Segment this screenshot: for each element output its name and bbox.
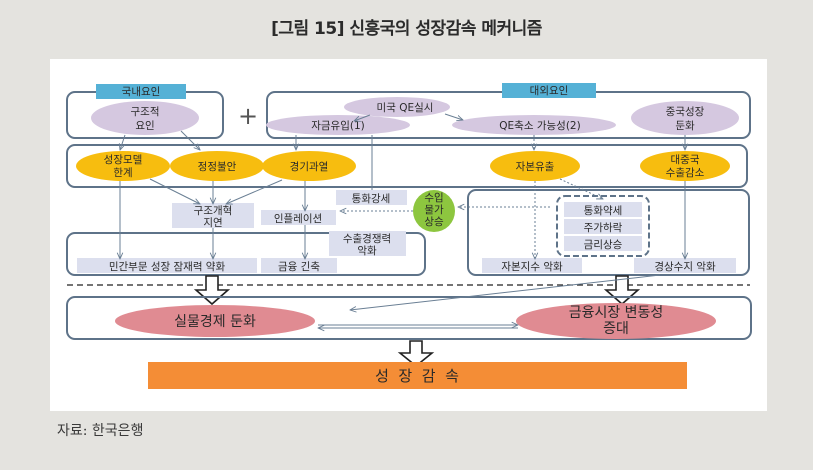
- external-header-bg: [502, 83, 596, 98]
- figure-source: 자료: 한국은행: [57, 423, 144, 439]
- rate-rise-box: [564, 236, 642, 251]
- private-growth-label: 민간부문 성장 잠재력 약화: [109, 261, 226, 273]
- structural-factor-line2: 요인: [135, 120, 154, 132]
- growth-model-node: [76, 151, 170, 181]
- china-slowdown-line1: 중국성장: [666, 106, 705, 118]
- inflation-box: [261, 210, 336, 225]
- current-account-box: [634, 258, 736, 273]
- us-qe-label: 미국 QE실시: [377, 102, 434, 114]
- currency-strength-label: 통화강세: [352, 193, 391, 205]
- growth-slowdown-label: 성 장 감 속: [375, 367, 459, 385]
- credit-tightening-box: [261, 258, 337, 273]
- china-export-node: [640, 151, 730, 181]
- import-price-line3: 상승: [424, 216, 444, 228]
- currency-weak-label: 통화약세: [584, 205, 623, 217]
- china-slowdown-line2: 둔화: [675, 120, 695, 132]
- import-price-node: [413, 190, 455, 232]
- stock-fall-box: [564, 219, 642, 234]
- domestic-header: 국내요인: [122, 86, 161, 98]
- left-bottom-frame: [66, 232, 426, 276]
- current-account-label: 경상수지 악화: [654, 260, 716, 273]
- stock-fall-label: 주가하락: [584, 221, 623, 234]
- financial-volatility-line2: 증대: [603, 321, 629, 337]
- growth-model-line2: 한계: [113, 167, 132, 179]
- reform-delay-box: [172, 203, 254, 228]
- plus-sign: +: [238, 102, 258, 130]
- qe-taper-node: [452, 115, 616, 135]
- capital-outflow-label: 자본유출: [516, 161, 555, 173]
- growth-slowdown-bar: [148, 362, 687, 389]
- diagram-panel: 국내요인 구조적 요인 + 대외요인 미국 QE실시 자금유입(1) QE축소 …: [50, 59, 767, 411]
- capital-account-label: 자본지수 악화: [501, 261, 563, 273]
- import-price-line2: 물가: [424, 204, 444, 216]
- outcome-frame: [66, 296, 752, 340]
- financial-volatility-line1: 금융시장 변동성: [569, 305, 664, 321]
- right-bottom-frame: [467, 189, 750, 276]
- us-qe-node: [344, 97, 450, 117]
- structural-factor-node: [91, 101, 199, 135]
- capital-outflow-node: [490, 151, 580, 181]
- currency-weak-box: [564, 202, 642, 217]
- domestic-header-bg: [96, 84, 186, 99]
- political-instability-label: 정정불안: [198, 161, 237, 173]
- rate-rise-label: 금리상승: [584, 239, 623, 251]
- external-header: 대외요인: [530, 85, 569, 97]
- capital-account-box: [482, 258, 582, 273]
- figure-title: [그림 15] 신흥국의 성장감속 메커니즘: [271, 19, 542, 39]
- real-economy-node: [115, 305, 315, 337]
- china-export-line2: 수출감소: [666, 167, 705, 179]
- structural-factor-line1: 구조적: [131, 106, 160, 118]
- mechanism-diagram: 국내요인 구조적 요인 + 대외요인 미국 QE실시 자금유입(1) QE축소 …: [66, 83, 752, 389]
- qe-taper-label: QE축소 가능성(2): [499, 120, 580, 132]
- reform-delay-line1: 구조개혁: [194, 205, 233, 217]
- block-arrow-final: [397, 340, 435, 368]
- china-slowdown-node: [631, 101, 739, 135]
- overheating-node: [262, 151, 356, 181]
- export-competitiveness-line2: 악화: [357, 245, 377, 257]
- export-competitiveness-line1: 수출경쟁력: [343, 232, 391, 245]
- real-economy-label: 실물경제 둔화: [174, 314, 256, 330]
- row2-frame: [66, 144, 748, 188]
- private-growth-box: [77, 258, 257, 273]
- credit-tightening-label: 금융 긴축: [278, 261, 320, 273]
- reform-delay-line2: 지연: [203, 217, 222, 229]
- capital-inflow-label: 자금유입(1): [311, 119, 365, 132]
- political-instability-node: [170, 151, 264, 181]
- financial-volatility-node: [516, 303, 716, 339]
- export-competitiveness-box: [329, 231, 406, 256]
- growth-model-line1: 성장모델: [104, 154, 143, 166]
- currency-strength-box: [336, 190, 407, 205]
- import-price-line1: 수입: [424, 191, 443, 204]
- inflation-label: 인플레이션: [274, 213, 322, 225]
- capital-inflow-node: [266, 115, 410, 135]
- block-arrow-left: [193, 275, 231, 306]
- overheating-label: 경기과열: [290, 160, 329, 173]
- china-export-line1: 대중국: [671, 154, 700, 166]
